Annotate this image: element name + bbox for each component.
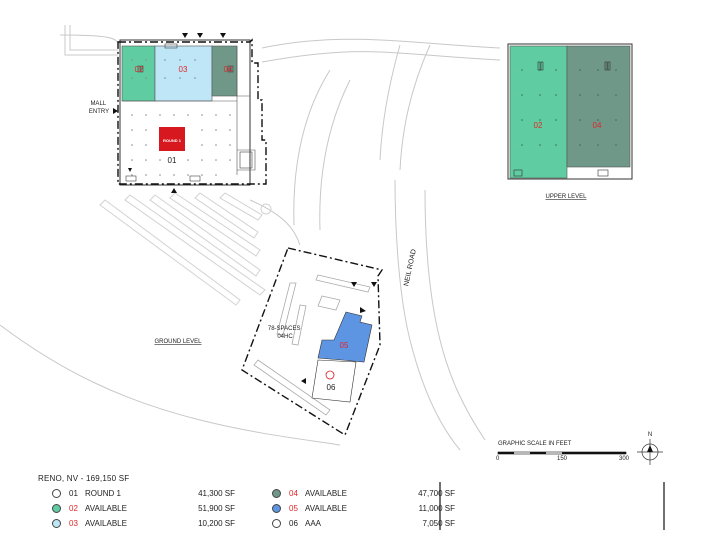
- legend-swatch-05: [272, 504, 281, 513]
- road-lines: [0, 25, 501, 451]
- parking-count-label: 78-SPACES 04HC: [268, 326, 302, 340]
- unit-06[interactable]: [311, 359, 357, 403]
- legend-sf-01: 41,300 SF: [198, 489, 235, 498]
- scale-tick-0: 0: [496, 456, 500, 462]
- legend-title: RENO, NV - 169,150 SF: [38, 474, 130, 483]
- legend-name-01: ROUND 1: [85, 489, 122, 498]
- mall-entry-line2: ENTRY: [89, 109, 109, 115]
- legend-num-06: 06: [289, 519, 298, 528]
- legend-right: 04 AVAILABLE 47,700 SF 05 AVAILABLE 11,0…: [272, 486, 455, 531]
- legend-name-04: AVAILABLE: [305, 489, 347, 498]
- column-grid: [131, 59, 231, 176]
- unit-06-label: 06: [327, 383, 336, 392]
- fixtures: [125, 43, 253, 182]
- entry-arrows: [113, 33, 226, 193]
- legend-item-05[interactable]: 05 AVAILABLE 11,000 SF: [272, 501, 455, 516]
- unit-04-label: 04: [224, 65, 233, 74]
- legend-num-04: 04: [289, 489, 298, 498]
- scale-title: GRAPHIC SCALE IN FEET: [498, 441, 572, 447]
- legend-sf-02: 51,900 SF: [198, 504, 235, 513]
- upper-unit-02[interactable]: [509, 45, 568, 179]
- legend-swatch-06: [272, 519, 281, 528]
- legend-sf-06: 7,050 SF: [422, 519, 455, 528]
- upper-unit-04[interactable]: [566, 45, 631, 168]
- main-building: ROUND 1 02 03 04 01: [113, 33, 267, 193]
- upper-level-building: 02 04: [507, 43, 633, 180]
- south-parcel: 05 06: [241, 247, 384, 437]
- legend-item-06[interactable]: 06 AAA 7,050 SF: [272, 516, 455, 531]
- upper-unit-02-label: 02: [534, 121, 543, 130]
- legend-sf-05: 11,000 SF: [418, 504, 455, 513]
- north-arrow-icon: [637, 439, 663, 465]
- legend-item-02[interactable]: 02 AVAILABLE 51,900 SF: [52, 501, 235, 516]
- upper-fixtures: [513, 61, 611, 177]
- legend-swatch-04: [272, 489, 281, 498]
- legend-left: 01 ROUND 1 41,300 SF 02 AVAILABLE 51,900…: [52, 486, 235, 531]
- mall-entry-line1: MALL: [90, 101, 106, 107]
- upper-grid: [521, 69, 617, 146]
- parking-line2: 04HC: [277, 334, 293, 340]
- round1-logo: [159, 127, 185, 151]
- legend-swatch-01: [52, 489, 61, 498]
- unit-05[interactable]: [317, 311, 373, 363]
- scale-bar: [497, 451, 627, 455]
- neil-road-label: NEIL ROAD: [403, 249, 418, 287]
- ghost-parking: [99, 192, 272, 306]
- legend-num-02: 02: [69, 504, 78, 513]
- ground-level-label: GROUND LEVEL: [154, 339, 202, 345]
- unit-03-label: 03: [179, 65, 188, 74]
- north-label: N: [648, 432, 652, 438]
- mall-entry-label: MALL ENTRY: [89, 101, 109, 115]
- upper-unit-04-label: 04: [593, 121, 602, 130]
- legend-item-03[interactable]: 03 AVAILABLE 10,200 SF: [52, 516, 235, 531]
- aaa-logo-icon: [325, 370, 335, 380]
- legend-name-06: AAA: [305, 519, 322, 528]
- scale-tick-150: 150: [557, 456, 568, 462]
- legend-item-04[interactable]: 04 AVAILABLE 47,700 SF: [272, 486, 455, 501]
- legend-num-05: 05: [289, 504, 298, 513]
- legend-item-01[interactable]: 01 ROUND 1 41,300 SF: [52, 486, 235, 501]
- legend-num-01: 01: [69, 489, 78, 498]
- upper-level-label: UPPER LEVEL: [545, 194, 587, 200]
- parking-line1: 78-SPACES: [268, 326, 301, 332]
- legend-name-02: AVAILABLE: [85, 504, 127, 513]
- unit-03[interactable]: [154, 45, 213, 102]
- parcel-parking: [253, 274, 371, 416]
- unit-02-label: 02: [135, 65, 144, 74]
- legend-num-03: 03: [69, 519, 78, 528]
- legend-name-05: AVAILABLE: [305, 504, 347, 513]
- legend-name-03: AVAILABLE: [85, 519, 127, 528]
- unit-05-label: 05: [340, 341, 349, 350]
- legend-swatch-02: [52, 504, 61, 513]
- legend-sf-04: 47,700 SF: [418, 489, 455, 498]
- legend-swatch-03: [52, 519, 61, 528]
- unit-01-label: 01: [168, 156, 177, 165]
- round1-logo-text: ROUND 1: [163, 138, 182, 143]
- legend-sf-03: 10,200 SF: [198, 519, 235, 528]
- parcel-arrows: [301, 282, 377, 384]
- scale-tick-300: 300: [619, 456, 630, 462]
